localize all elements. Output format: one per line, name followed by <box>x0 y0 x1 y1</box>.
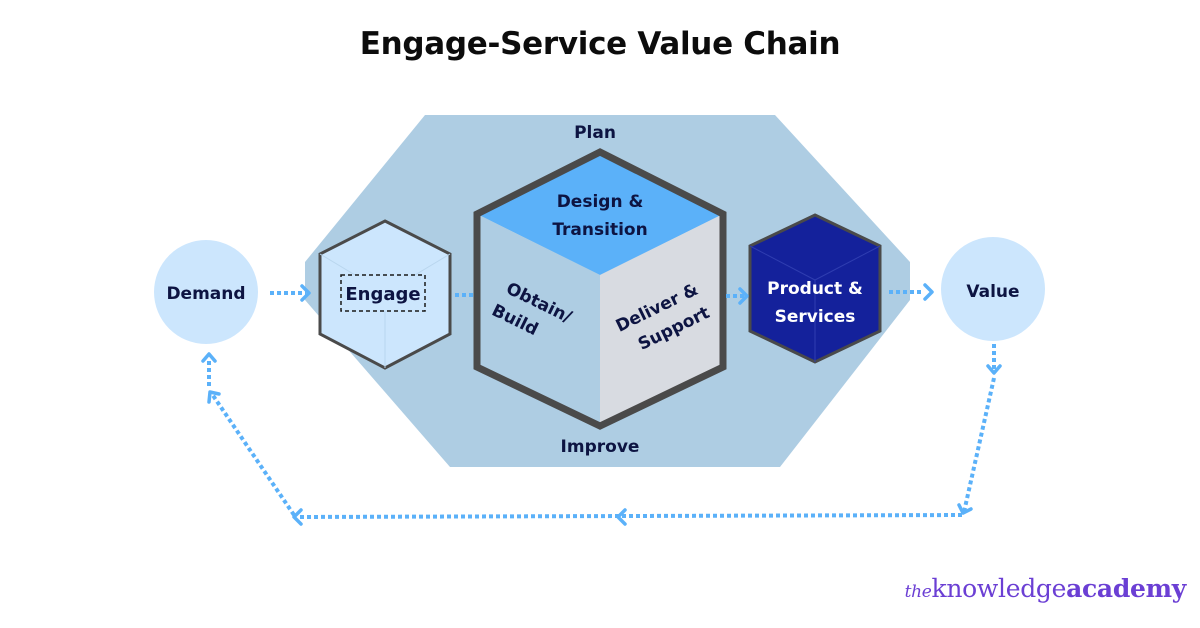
service-cube: Design & Transition Obtain/ Build Delive… <box>473 148 727 430</box>
arrowhead-icon <box>923 283 934 301</box>
cube-face-top <box>477 152 723 275</box>
arrow-left-diagonal <box>210 392 296 517</box>
demand-label: Demand <box>166 284 245 304</box>
engage-node: Engage <box>318 219 452 370</box>
arrowhead-icon <box>300 284 311 302</box>
product-services-label-1: Product & <box>767 279 863 299</box>
arrow-right-diagonal <box>962 377 996 513</box>
product-services-node: Product & Services <box>748 213 882 364</box>
arrowhead-icon <box>292 508 303 526</box>
value-node: Value <box>941 237 1045 341</box>
brand-logo: theknowledgeacademy <box>904 574 1187 603</box>
improve-label: Improve <box>561 437 640 457</box>
cube-face-right <box>600 214 723 426</box>
engage-dashed-box <box>340 274 426 312</box>
arrowhead-icon <box>207 390 221 404</box>
arrowhead-icon <box>957 503 973 515</box>
diagram-title: Engage-Service Value Chain <box>359 26 841 62</box>
arrow-bottom-return <box>297 513 963 519</box>
arrowhead-icon <box>738 287 749 305</box>
brand-the: the <box>904 582 932 602</box>
product-services-label-2: Services <box>775 307 856 327</box>
value-label: Value <box>966 282 1019 302</box>
plan-label: Plan <box>574 123 616 143</box>
arrowhead-icon <box>986 364 1002 375</box>
design-transition-label-2: Transition <box>552 220 647 240</box>
design-transition-label-1: Design & <box>557 192 644 212</box>
arrowhead-icon <box>201 352 217 363</box>
engage-label: Engage <box>345 284 420 305</box>
brand-knowledge: knowledge <box>931 574 1067 603</box>
demand-node: Demand <box>154 240 258 344</box>
cube-face-left <box>477 214 600 426</box>
arrowhead-icon <box>616 508 627 526</box>
brand-academy: academy <box>1066 574 1186 603</box>
